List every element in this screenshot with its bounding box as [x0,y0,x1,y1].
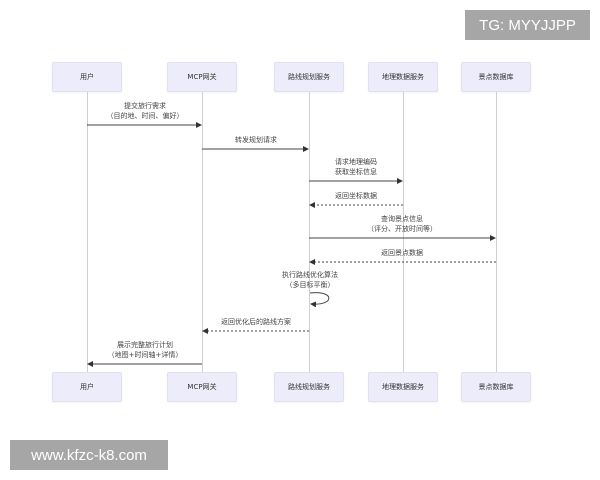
participant-user-top: 用户 [52,62,122,92]
message-line1: 执行路线优化算法 [282,271,338,279]
lifeline-route [309,92,310,372]
participant-label: MCP网关 [187,383,217,391]
participant-label: 地理数据服务 [382,383,424,391]
watermark-url: www.kfzc-k8.com [10,440,168,470]
participant-gateway-bottom: MCP网关 [167,372,237,402]
participant-label: 景点数据库 [478,73,514,81]
participant-geo-top: 地理数据服务 [368,62,438,92]
message-line2: 获取坐标信息 [335,168,377,176]
lifeline-gateway [202,92,203,372]
participant-label: MCP网关 [187,73,217,81]
lifeline-user [87,92,88,372]
message-line2: （多目标平衡） [285,281,335,289]
participant-label: 路线规划服务 [288,73,330,81]
message-label: 查询景点信息 （评分、开放时间等） [367,214,437,234]
lifeline-poi [496,92,497,372]
message-line2: （评分、开放时间等） [367,225,437,233]
watermark-telegram: TG: MYYJJPP [465,10,590,40]
message-line2: （地图+时间轴+详情） [107,351,183,359]
lifeline-geo [403,92,404,372]
participant-route-bottom: 路线规划服务 [274,372,344,402]
message-label: 提交旅行需求 （目的地、时间、偏好） [107,101,184,121]
message-label: 执行路线优化算法 （多目标平衡） [282,270,338,290]
participant-label: 地理数据服务 [382,73,424,81]
participant-poi-bottom: 景点数据库 [461,372,531,402]
message-line2: （目的地、时间、偏好） [106,112,184,120]
participant-label: 用户 [80,383,94,391]
participant-gateway-top: MCP网关 [167,62,237,92]
participant-route-top: 路线规划服务 [274,62,344,92]
message-label: 返回景点数据 [381,248,423,258]
participant-label: 景点数据库 [478,383,514,391]
message-label: 展示完整旅行计划 （地图+时间轴+详情） [108,340,183,360]
watermark-text: TG: MYYJJPP [479,16,576,34]
message-label: 转发规划请求 [235,135,277,145]
participant-poi-top: 景点数据库 [461,62,531,92]
message-line1: 返回优化后的路线方案 [221,318,291,326]
message-line1: 查询景点信息 [381,215,423,223]
message-label: 返回优化后的路线方案 [221,317,291,327]
message-label: 请求地理编码 获取坐标信息 [335,157,377,177]
participant-user-bottom: 用户 [52,372,122,402]
participant-geo-bottom: 地理数据服务 [368,372,438,402]
message-label: 返回坐标数据 [335,191,377,201]
participant-label: 用户 [80,73,94,81]
message-line1: 返回景点数据 [381,249,423,257]
message-line1: 请求地理编码 [335,158,377,166]
message-line1: 返回坐标数据 [335,192,377,200]
watermark-text: www.kfzc-k8.com [31,446,147,464]
message-line1: 提交旅行需求 [124,102,166,110]
message-line1: 展示完整旅行计划 [116,341,173,349]
participant-label: 路线规划服务 [288,383,330,391]
message-line1: 转发规划请求 [235,136,277,144]
